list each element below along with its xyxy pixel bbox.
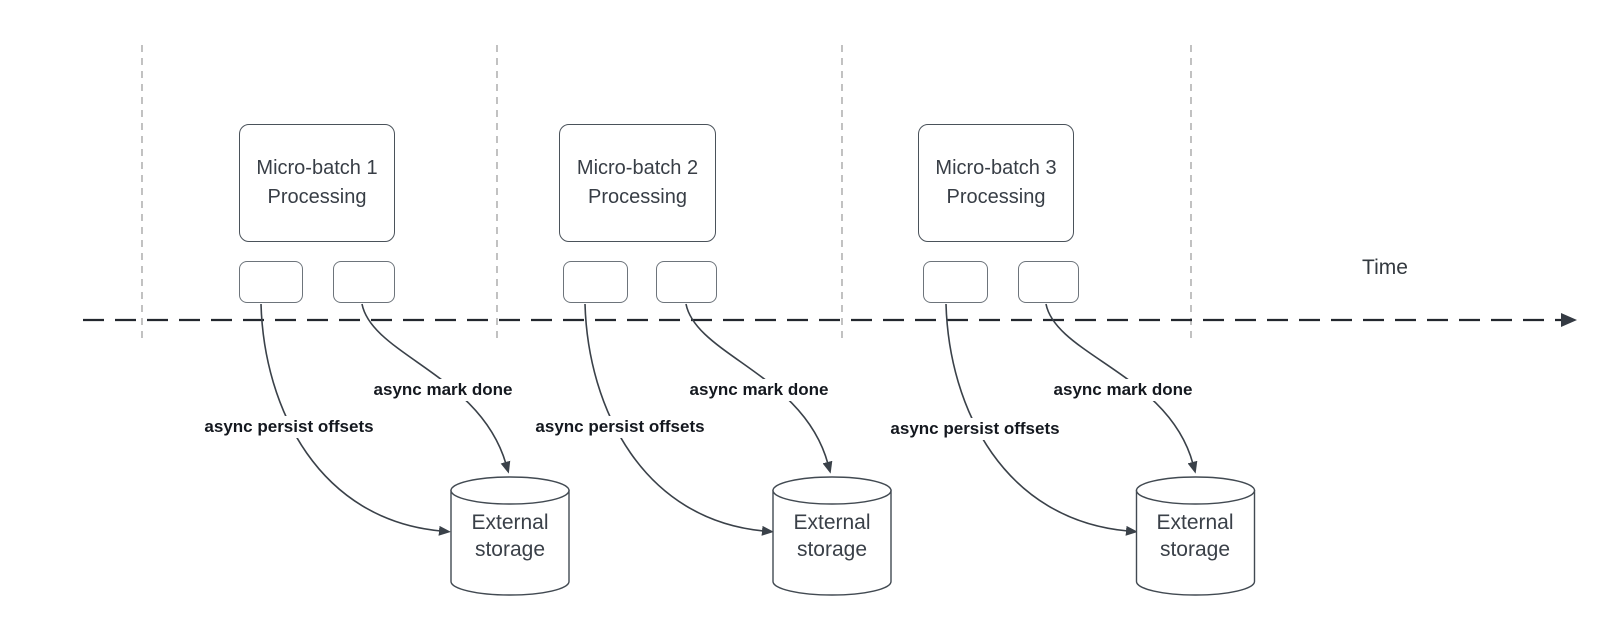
external-storage-label-1-line1: External <box>471 511 549 534</box>
microbatch-3-markdone-task-box <box>1018 261 1079 303</box>
mark-done-arrow-3 <box>1045 303 1198 474</box>
microbatch-1-title-line2: Processing <box>267 186 367 208</box>
external-storage-label-3: External storage <box>1156 509 1233 563</box>
mark-done-label-2: async mark done <box>686 379 832 401</box>
persist-offsets-arrow-3 <box>945 303 1138 536</box>
microbatch-3-offset-task-box <box>923 261 988 303</box>
external-storage-cylinder-3 <box>1135 476 1256 596</box>
microbatch-3-title-line2: Processing <box>946 186 1046 208</box>
microbatch-2-title-line2: Processing <box>588 186 687 208</box>
persist-offsets-arrow-2 <box>584 303 774 536</box>
persist-offsets-label-3: async persist offsets <box>887 418 1063 440</box>
microbatch-1-processing-box: Micro-batch 1 Processing <box>239 124 395 242</box>
microbatch-1-title-line1: Micro-batch 1 <box>256 157 378 179</box>
microbatch-1-offset-task-box <box>239 261 303 303</box>
time-axis-label: Time <box>1362 256 1408 279</box>
external-storage-label-2-line1: External <box>793 511 871 534</box>
microbatch-2-markdone-task-box <box>656 261 717 303</box>
microbatch-3-title-line1: Micro-batch 3 <box>935 157 1057 179</box>
mark-done-arrow-1 <box>361 303 511 474</box>
external-storage-cylinder-1 <box>450 476 570 596</box>
external-storage-label-2-line2: storage <box>796 538 868 561</box>
microbatch-3-processing-box: Micro-batch 3 Processing <box>918 124 1074 242</box>
external-storage-label-2: External storage <box>793 509 870 563</box>
persist-offsets-arrow-1 <box>260 303 451 536</box>
microbatch-1-markdone-task-box <box>333 261 395 303</box>
microbatch-2-offset-task-box <box>563 261 628 303</box>
mark-done-arrow-2 <box>685 303 833 474</box>
mark-done-label-1: async mark done <box>370 379 516 401</box>
external-storage-label-1: External storage <box>471 509 548 563</box>
external-storage-cylinder-2 <box>772 476 892 596</box>
persist-offsets-label-1: async persist offsets <box>201 416 377 438</box>
microbatch-2-title-line1: Micro-batch 2 <box>576 157 699 179</box>
mark-done-label-3: async mark done <box>1050 379 1196 401</box>
external-storage-label-1-line2: storage <box>474 538 546 561</box>
external-storage-label-3-line1: External <box>1156 511 1234 534</box>
microbatch-2-processing-box: Micro-batch 2 Processing <box>559 124 716 242</box>
external-storage-label-3-line2: storage <box>1159 538 1231 561</box>
persist-offsets-label-2: async persist offsets <box>532 416 708 438</box>
